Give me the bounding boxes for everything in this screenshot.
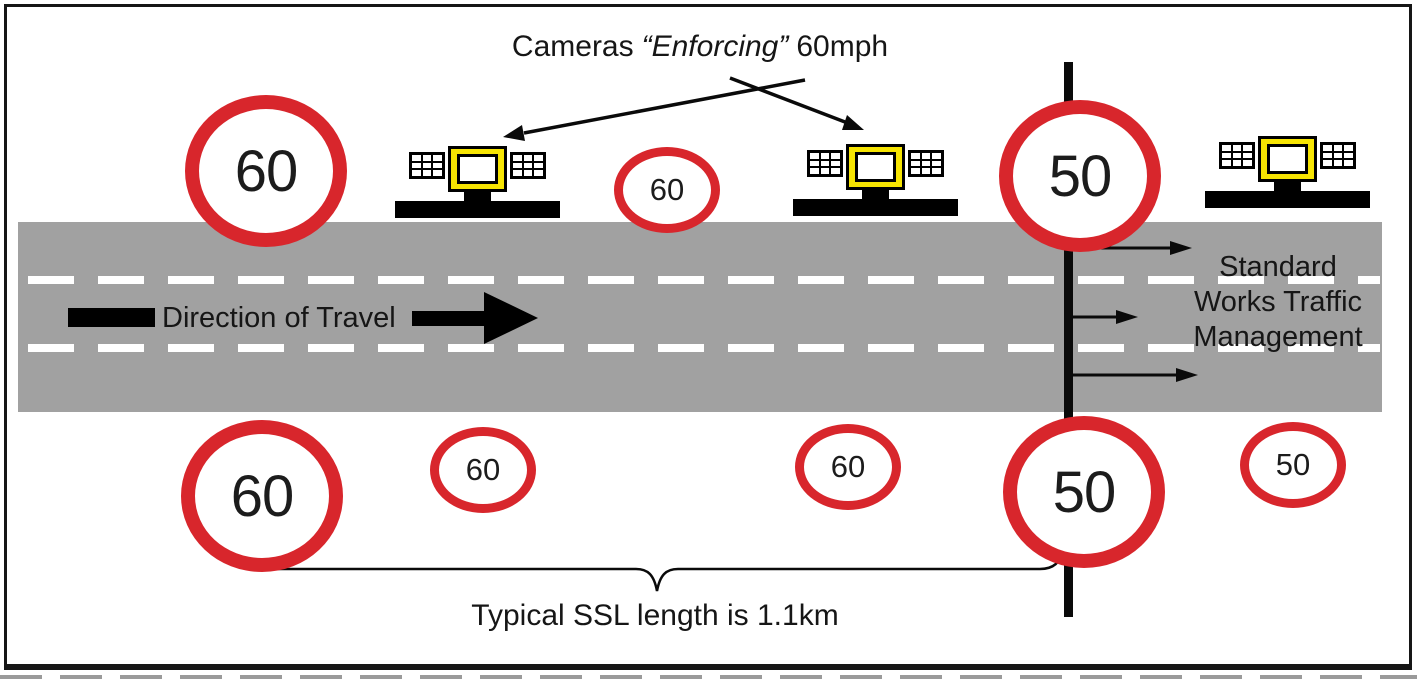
speed-limit-sign-50-small-bottom-right: 50 — [1240, 422, 1346, 508]
camera-grid-panel-icon — [807, 150, 843, 177]
sign-value: 50 — [1052, 459, 1117, 525]
works-line-1: Standard — [1219, 251, 1337, 283]
speed-limit-sign-60-small-bottom-b: 60 — [795, 424, 901, 510]
camera-grid-panel-icon — [409, 152, 445, 179]
camera-monitor-icon — [1258, 136, 1317, 182]
speed-limit-sign-60-small-bottom-a: 60 — [430, 427, 536, 513]
direction-tail-bar — [68, 308, 155, 327]
speed-camera-icon — [395, 146, 560, 218]
sign-value: 60 — [465, 452, 501, 487]
camera-grid-panel-icon — [1320, 142, 1356, 169]
speed-camera-icon — [1205, 136, 1370, 208]
works-line-2: Works Traffic — [1193, 286, 1363, 318]
camera-monitor-icon — [448, 146, 507, 192]
sign-value: 60 — [230, 463, 295, 529]
camera-callout-arrow-left — [503, 78, 806, 141]
carriageway — [18, 222, 1382, 412]
ssl-length-brace — [246, 543, 1065, 592]
direction-of-travel-label: Direction of Travel — [162, 302, 396, 334]
speed-limit-sign-60-large-bottom-left: 60 — [181, 420, 343, 572]
works-line-3: Management — [1193, 321, 1363, 353]
speed-camera-icon — [793, 144, 958, 216]
camera-grid-panel-icon — [510, 152, 546, 179]
ssl-length-caption: Typical SSL length is 1.1km — [471, 599, 839, 632]
works-start-line — [1064, 62, 1073, 617]
lane-marking-top — [28, 276, 1380, 284]
standard-works-label: Standard Works Traffic Management — [1178, 250, 1378, 355]
speed-limit-sign-50-large-ssl-start-top: 50 — [999, 100, 1161, 252]
sign-value: 60 — [830, 449, 866, 484]
camera-grid-panel-icon — [908, 150, 944, 177]
direction-arrow-shaft — [412, 311, 485, 326]
camera-grid-panel-icon — [1219, 142, 1255, 169]
lane-marking-bottom — [28, 344, 1380, 352]
title-prefix: Cameras — [511, 30, 634, 63]
direction-arrow-icon — [484, 292, 538, 344]
sign-value: 60 — [234, 138, 299, 204]
bottom-dashed-strip — [0, 675, 1417, 679]
title-suffix: 60mph — [796, 30, 889, 63]
sign-value: 50 — [1048, 143, 1113, 209]
speed-limit-sign-50-large-ssl-start-bottom: 50 — [1003, 416, 1165, 568]
speed-limit-sign-60-small-top-middle: 60 — [614, 147, 720, 233]
camera-callout-arrow-right — [729, 76, 864, 130]
sign-value: 50 — [1275, 447, 1311, 482]
diagram-title: Cameras “Enforcing” 60mph — [490, 30, 910, 64]
camera-monitor-icon — [846, 144, 905, 190]
speed-limit-sign-60-large-top-left: 60 — [185, 95, 347, 247]
sign-value: 60 — [649, 172, 685, 207]
title-enforcing-italic: “Enforcing” — [641, 30, 789, 63]
